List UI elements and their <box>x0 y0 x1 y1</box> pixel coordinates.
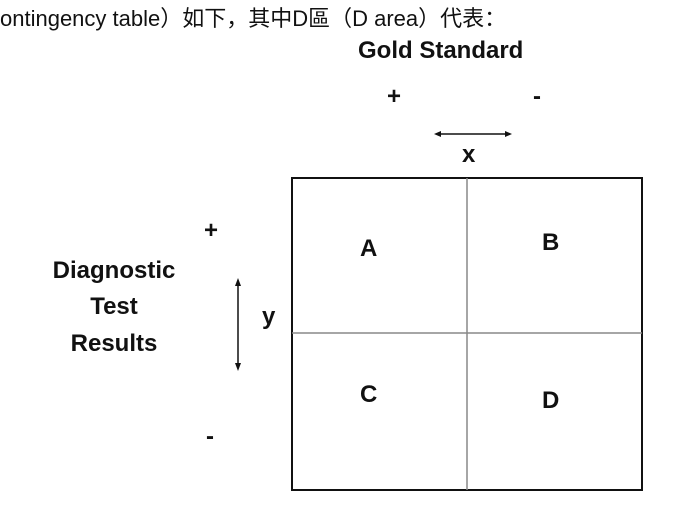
y-arrow-label: y <box>262 303 276 330</box>
diagnostic-plus: + <box>204 217 218 244</box>
cell-b-label: B <box>542 229 559 256</box>
gold-standard-title: Gold Standard <box>358 37 523 64</box>
y-double-arrow <box>235 278 241 371</box>
x-arrow-label: x <box>462 141 476 168</box>
diagnostic-label-line3: Results <box>71 330 158 357</box>
cell-d-label: D <box>542 387 559 414</box>
gold-standard-plus: + <box>387 83 401 110</box>
gold-standard-minus: - <box>533 83 541 110</box>
x-double-arrow <box>434 131 512 137</box>
diagnostic-label-line1: Diagnostic <box>53 257 176 284</box>
contingency-table <box>291 177 643 491</box>
cell-a-label: A <box>360 235 377 262</box>
caption-text: ontingency table）如下，其中D區（D area）代表： <box>0 6 506 31</box>
diagnostic-label-line2: Test <box>90 293 138 320</box>
cell-c-label: C <box>360 381 377 408</box>
diagnostic-minus: - <box>206 423 214 450</box>
